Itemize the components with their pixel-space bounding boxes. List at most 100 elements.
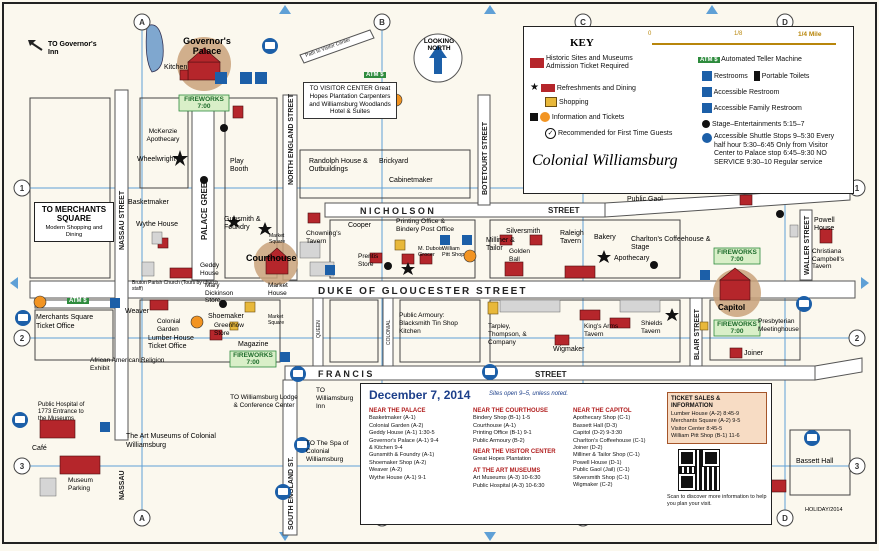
label-apothecary[interactable]: Apothecary bbox=[614, 255, 650, 262]
label-holiday-2014: HOLIDAY/2014 bbox=[805, 507, 843, 513]
label-william-pitt-shop[interactable]: William Pitt Shop bbox=[442, 246, 465, 259]
label-african-american-religion[interactable]: African American Religion Exhibit bbox=[90, 357, 165, 372]
scale-0: 0 bbox=[648, 31, 652, 37]
label-fireworks-capitol: FIREWORKS 7:00 bbox=[717, 249, 757, 263]
label-silversmith[interactable]: Silversmith bbox=[506, 228, 541, 235]
label-capitol[interactable]: Capitol bbox=[718, 303, 746, 312]
ticket-item-1: Lumber House (A-2) 8:45-9 bbox=[671, 410, 740, 417]
label-geddy-house[interactable]: Geddy House bbox=[200, 262, 220, 277]
label-cooper[interactable]: Cooper bbox=[348, 222, 371, 229]
label-bakery[interactable]: Bakery bbox=[594, 234, 616, 241]
label-brickyard[interactable]: Brickyard bbox=[379, 158, 409, 165]
label-public-armoury[interactable]: Public Armoury: Blacksmith Tin Shop Kitc… bbox=[399, 312, 458, 335]
label-visitor-center[interactable]: TO VISITOR CENTER Great Hopes Plantation… bbox=[303, 82, 397, 120]
label-fireworks-magazine: FIREWORKS 7:00 bbox=[233, 352, 273, 366]
label-wigmaker[interactable]: Wigmaker bbox=[553, 346, 585, 353]
key-accessible-restroom-row: Accessible Restroom bbox=[702, 87, 779, 97]
label-courthouse[interactable]: Courthouse bbox=[246, 253, 297, 263]
near-palace-list: NEAR THE PALACE Basketmaker (A-1) Coloni… bbox=[369, 408, 473, 482]
label-governors-palace[interactable]: Governor's Palace bbox=[183, 36, 231, 56]
near-capitol-list: NEAR THE CAPITOL Apothecary Shop (C-1) B… bbox=[573, 408, 665, 489]
near-visitor-heading: NEAR THE VISITOR CENTER bbox=[473, 449, 556, 456]
key-atm-label: Automated Teller Machine bbox=[721, 56, 802, 63]
capitol-item-7: Powell House (D-1) bbox=[573, 459, 622, 466]
ticket-item-2: Merchants Square (A-2) 9-5 bbox=[671, 418, 741, 425]
key-portable-toilets-label: Portable Toilets bbox=[761, 72, 810, 80]
ticket-sales-heading: TICKET SALES & INFORMATION bbox=[671, 396, 721, 410]
qr-code-icon[interactable] bbox=[678, 449, 720, 491]
label-magazine[interactable]: Magazine bbox=[238, 341, 269, 348]
label-merchants-ticket[interactable]: Merchants Square Ticket Office bbox=[36, 314, 94, 330]
label-wythe-house[interactable]: Wythe House bbox=[136, 221, 178, 228]
label-kings-arms[interactable]: King's Arms Tavern bbox=[584, 323, 619, 338]
label-powell-house[interactable]: Powell House bbox=[814, 217, 835, 232]
label-market-square: Market Square bbox=[269, 233, 286, 245]
label-bassett-hall[interactable]: Bassett Hall bbox=[796, 458, 834, 465]
grid-col-d-bottom: D bbox=[782, 514, 788, 523]
label-tarpley-thompson[interactable]: Tarpley, Thompson, & Company bbox=[488, 323, 527, 346]
label-wheelwright[interactable]: Wheelwright bbox=[137, 156, 176, 163]
label-play-booth[interactable]: Play Booth bbox=[230, 158, 249, 173]
merchants-square-sign[interactable]: TO MERCHANTS SQUARE Modern Shopping and … bbox=[34, 202, 114, 242]
street-francis-right: STREET bbox=[535, 370, 567, 379]
label-mckenzie-apothecary[interactable]: McKenzie Apothecary bbox=[146, 128, 180, 143]
label-presbyterian[interactable]: Presbyterian Meetinghouse bbox=[758, 318, 799, 333]
label-public-hospital[interactable]: Public Hospital of 1773 Entrance to the … bbox=[38, 402, 85, 422]
courthouse-item-4: Public Armoury (B-2) bbox=[473, 437, 525, 444]
label-kitchen[interactable]: Kitchen bbox=[164, 64, 188, 71]
label-charltons-coffeehouse[interactable]: Charlton's Coffeehouse & Stage bbox=[631, 236, 711, 251]
label-joiner[interactable]: Joiner bbox=[744, 350, 764, 357]
key-stage-row: Stage–Entertainments 5:15–7 bbox=[702, 120, 805, 128]
label-colonial-garden[interactable]: Colonial Garden bbox=[157, 318, 181, 333]
label-basketmaker[interactable]: Basketmaker bbox=[128, 199, 169, 206]
palace-item-9: Wythe House (A-1) 9-1 bbox=[369, 474, 427, 481]
key-shopping-label: Shopping bbox=[558, 98, 589, 106]
label-mary-dickinson[interactable]: Mary Dickinson Store bbox=[205, 282, 234, 304]
label-christiana-campbells[interactable]: Christiana Campbell's Tavern bbox=[812, 248, 844, 270]
buildings bbox=[39, 47, 833, 493]
label-public-gaol[interactable]: Public Gaol bbox=[627, 196, 663, 203]
label-milliner-tailor[interactable]: Milliner & Tailor bbox=[486, 237, 515, 252]
capitol-item-1: Apothecary Shop (C-1) bbox=[573, 415, 631, 422]
star-markers bbox=[172, 150, 679, 321]
shuttle-bus-glyphs bbox=[15, 42, 817, 495]
label-cabinetmaker[interactable]: Cabinetmaker bbox=[389, 177, 433, 184]
label-randolph-house[interactable]: Randolph House & Outbuildings bbox=[309, 158, 368, 173]
label-williamsburg-lodge[interactable]: TO Williamsburg Lodge & Conference Cente… bbox=[230, 394, 298, 409]
label-greenhow-store[interactable]: Greenhow Store bbox=[214, 322, 244, 337]
label-museum-parking[interactable]: Museum Parking bbox=[68, 477, 93, 492]
stage-dots bbox=[200, 124, 784, 308]
label-bruton-parish[interactable]: Bruton Parish Church (Tours by church st… bbox=[132, 280, 219, 292]
palace-item-1: Basketmaker (A-1) bbox=[369, 415, 416, 422]
fireworks-capitol-box-2 bbox=[713, 319, 761, 337]
stage-icon bbox=[702, 120, 710, 128]
label-spa[interactable]: TO The Spa of Colonial Williamsburg bbox=[306, 440, 349, 463]
label-prentis-store[interactable]: Prentis Store bbox=[358, 253, 379, 268]
label-weaver[interactable]: Weaver bbox=[125, 308, 149, 315]
courthouse-item-2: Courthouse (A-1) bbox=[473, 422, 516, 429]
street-palace-green: PALACE GREEN bbox=[200, 177, 209, 240]
key-restrooms-row: Restrooms Portable Toilets bbox=[702, 71, 809, 81]
label-lumber-house[interactable]: Lumber House Ticket Office bbox=[148, 335, 194, 350]
label-gunsmith[interactable]: Gunsmith & Foundry bbox=[224, 216, 261, 231]
portable-toilet-icon bbox=[753, 71, 760, 81]
label-chownings-tavern[interactable]: Chowning's Tavern bbox=[306, 230, 341, 245]
label-dubois-grocer[interactable]: M. Dubois Grocer bbox=[418, 246, 443, 259]
label-governors-inn[interactable]: TO Governor's Inn bbox=[48, 41, 97, 56]
key-historic-row: Historic Sites and Museums Admission Tic… bbox=[530, 55, 666, 71]
label-golden-ball[interactable]: Golden Ball bbox=[509, 248, 530, 263]
palace-item-8: Weaver (A-2) bbox=[369, 467, 403, 474]
label-market-house[interactable]: Market House bbox=[268, 282, 288, 297]
label-art-museums[interactable]: The Art Museums of Colonial Williamsburg bbox=[126, 433, 216, 449]
label-raleigh-tavern[interactable]: Raleigh Tavern bbox=[560, 230, 584, 245]
street-duke-of-gloucester: DUKE OF GLOUCESTER STREET bbox=[318, 286, 527, 297]
label-shields-tavern[interactable]: Shields Tavern bbox=[641, 320, 663, 335]
label-cafe[interactable]: Café bbox=[32, 445, 47, 452]
label-printing-office[interactable]: Printing Office & Bindery Post Office bbox=[396, 218, 455, 233]
historic-site-icon bbox=[530, 58, 544, 68]
atm-badge-visitor: ATM $ bbox=[364, 72, 386, 78]
label-williamsburg-inn[interactable]: TO Williamsburg Inn bbox=[316, 387, 354, 410]
label-shoemaker[interactable]: Shoemaker bbox=[208, 313, 244, 320]
grid-arrows bbox=[10, 5, 869, 541]
